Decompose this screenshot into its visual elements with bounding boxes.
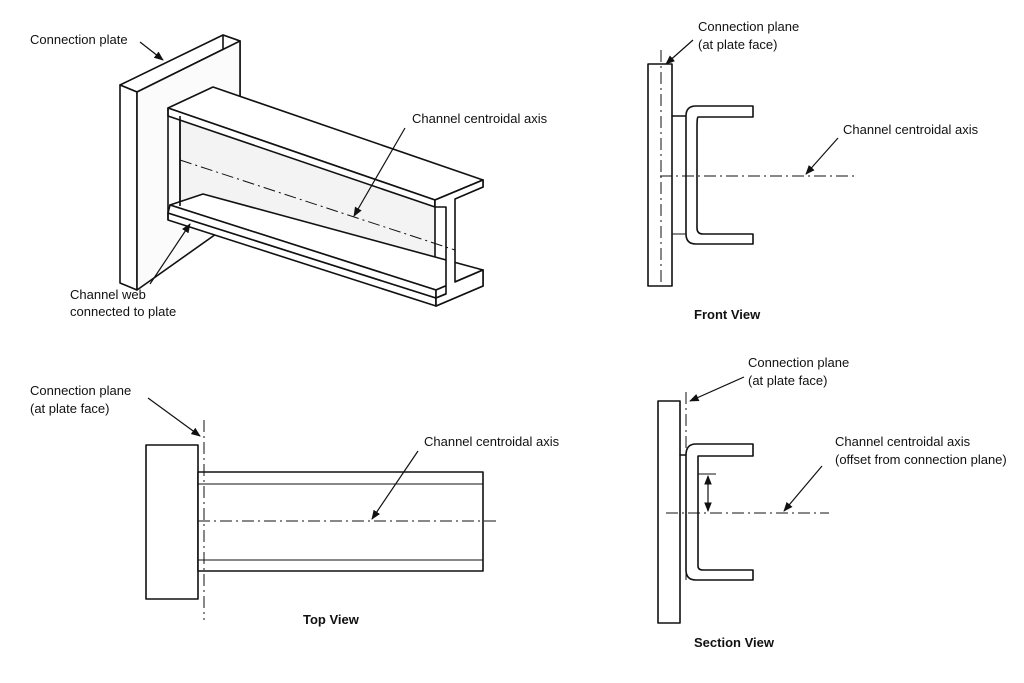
top-axis-label: Channel centroidal axis — [424, 434, 560, 449]
section-axis-leader — [783, 465, 823, 512]
section-view: Connection plane (at plate face) Channel… — [657, 355, 1007, 650]
front-axis-label: Channel centroidal axis — [843, 122, 979, 137]
section-view-title: Section View — [694, 635, 775, 650]
iso-centroidal-axis — [179, 159, 456, 251]
isometric-view: Connection plate Channel centroidal axis… — [30, 32, 548, 319]
top-plane-leader — [147, 397, 201, 437]
front-plate — [647, 63, 673, 287]
section-plane-label-line2: (at plate face) — [748, 373, 828, 388]
section-plane-leader — [689, 376, 745, 402]
front-axis-leader — [805, 137, 839, 175]
section-axis-label-line1: Channel centroidal axis — [835, 434, 971, 449]
leader-iso-axis — [353, 127, 406, 217]
top-plane-label-line2: (at plate face) — [30, 401, 110, 416]
front-view-title: Front View — [694, 307, 761, 322]
web-label-line1: Channel web — [70, 287, 146, 302]
leader-web — [149, 223, 191, 285]
iso-axis-label: Channel centroidal axis — [412, 111, 548, 126]
top-view-title: Top View — [303, 612, 360, 627]
front-view: Connection plane (at plate face) Channel… — [647, 19, 979, 322]
top-axis-leader — [371, 450, 419, 520]
channel-member — [167, 86, 484, 307]
leader-plate — [139, 41, 164, 61]
section-channel — [679, 443, 754, 581]
section-plate — [657, 400, 681, 624]
section-axis-label-line2: (offset from connection plane) — [835, 452, 1007, 467]
front-plane-label-line2: (at plate face) — [698, 37, 778, 52]
front-plane-leader — [665, 39, 694, 65]
section-plane-label-line1: Connection plane — [748, 355, 849, 370]
top-plane-label-line1: Connection plane — [30, 383, 131, 398]
connection-plate-label: Connection plate — [30, 32, 128, 47]
top-plate — [145, 444, 199, 600]
front-plane-label-line1: Connection plane — [698, 19, 799, 34]
top-view: Connection plane (at plate face) Channel… — [30, 383, 560, 627]
front-channel — [671, 105, 754, 245]
web-label-line2: connected to plate — [70, 304, 176, 319]
